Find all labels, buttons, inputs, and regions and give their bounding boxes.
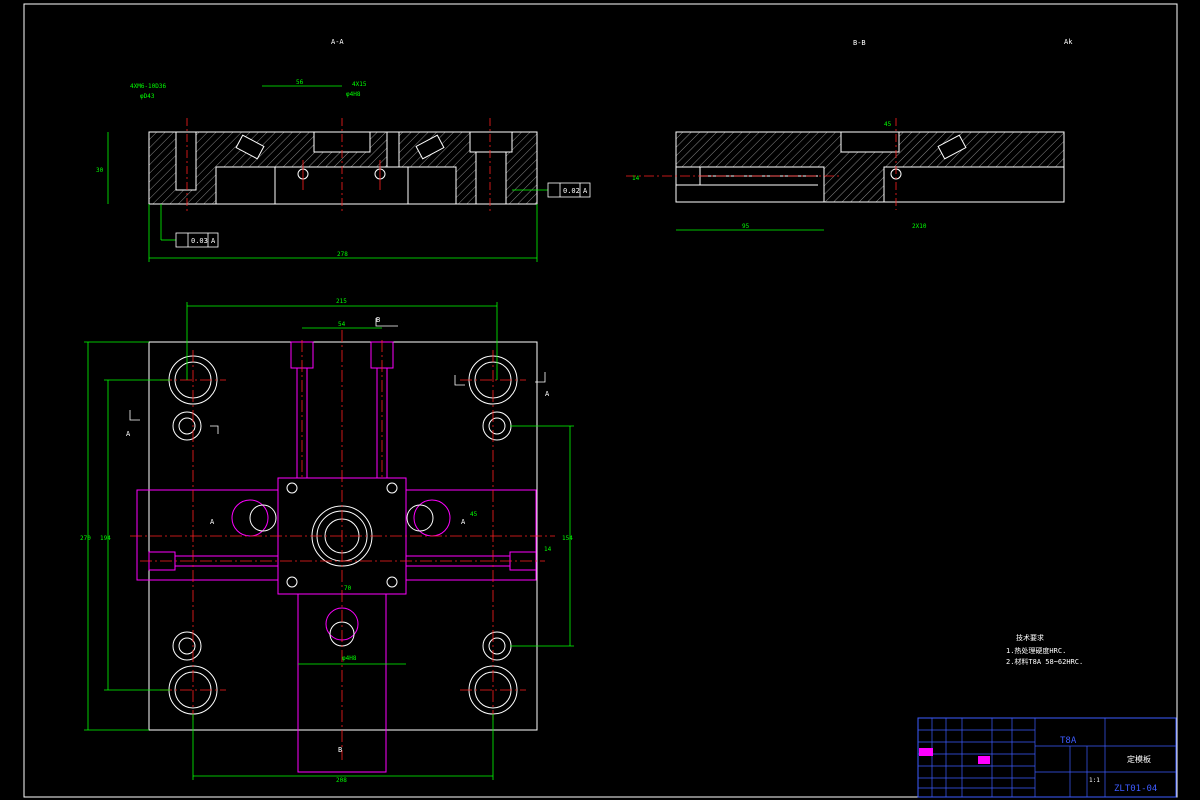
hole-fit-plan: φ4H8 <box>342 655 357 662</box>
section-b-b-view: B-B Ak 95 2X10 14 45 <box>626 38 1073 231</box>
material-label: T8A <box>1060 736 1077 746</box>
thread-label: 4XM6-10D36 <box>130 83 167 90</box>
detail-mark: Ak <box>1064 38 1073 46</box>
perpendicularity-value: 0.02 <box>563 187 580 195</box>
perpendicularity-datum: A <box>583 187 588 195</box>
title-block: T8A 定模板 1:1 ZLT01-04 <box>917 717 1177 798</box>
dim-45-b: 45 <box>884 121 892 128</box>
section-b-b-label: B-B <box>853 39 866 47</box>
plan-view: 215 54 270 194 154 70 208 14 45 φ4H8 A A… <box>80 298 574 784</box>
svg-text:A: A <box>210 518 215 526</box>
dim-270: 270 <box>80 535 91 542</box>
dim-278: 278 <box>337 251 348 258</box>
dim-215: 215 <box>336 298 347 305</box>
svg-text:A: A <box>545 390 550 398</box>
drawing-border <box>23 3 1178 798</box>
svg-text:B: B <box>338 746 342 754</box>
perpendicularity-tolerance-frame: 0.02 A <box>512 182 591 198</box>
part-name: 定模板 <box>1127 754 1151 764</box>
section-a-a-label: A-A <box>331 38 344 46</box>
pocket-b <box>840 131 900 153</box>
dim-4x15: 4X15 <box>352 81 367 88</box>
parallelism-value: 0.03 <box>191 237 208 245</box>
cavity-b-right <box>883 166 1065 203</box>
technical-notes: 技术要求 1.热处理硬度HRC. 2.材料T8A 58~62HRC. <box>1006 633 1083 666</box>
hole-fit-label: φ4H8 <box>346 91 361 98</box>
notes-line-1: 1.热处理硬度HRC. <box>1006 646 1066 655</box>
dim-2x10-b: 2X10 <box>912 223 927 230</box>
dim-154: 154 <box>562 535 573 542</box>
dim-30: 30 <box>96 167 104 174</box>
parallelism-tolerance-frame: 0.03 A <box>160 204 219 248</box>
drawing-number: ZLT01-04 <box>1114 784 1157 794</box>
bore-right-lower <box>475 151 507 205</box>
svg-text:A: A <box>126 430 131 438</box>
dim-14-b: 14 <box>632 175 640 182</box>
dim-54: 54 <box>338 321 346 328</box>
scale-label: 1:1 <box>1089 777 1100 784</box>
dim-56: 56 <box>296 79 304 86</box>
dim-70: 70 <box>344 585 352 592</box>
bore-right <box>469 131 513 153</box>
dim-208: 208 <box>336 777 347 784</box>
notes-title: 技术要求 <box>1016 633 1044 642</box>
dim-194: 194 <box>100 535 111 542</box>
cavity-left <box>215 166 457 205</box>
notes-line-2: 2.材料T8A 58~62HRC. <box>1006 657 1083 666</box>
dim-95: 95 <box>742 223 750 230</box>
svg-text:B: B <box>376 316 380 324</box>
svg-text:A: A <box>461 518 466 526</box>
pin-slot <box>386 131 400 168</box>
dia-43-label: φD43 <box>140 93 155 100</box>
parallelism-datum: A <box>211 237 216 245</box>
dim-45-plan: 45 <box>470 511 478 518</box>
section-a-a-view: A-A 278 56 4XM6-10D36 φD43 4X15 φ4H8 <box>96 38 591 262</box>
dim-14-plan: 14 <box>544 546 552 553</box>
bore-left <box>175 131 197 191</box>
